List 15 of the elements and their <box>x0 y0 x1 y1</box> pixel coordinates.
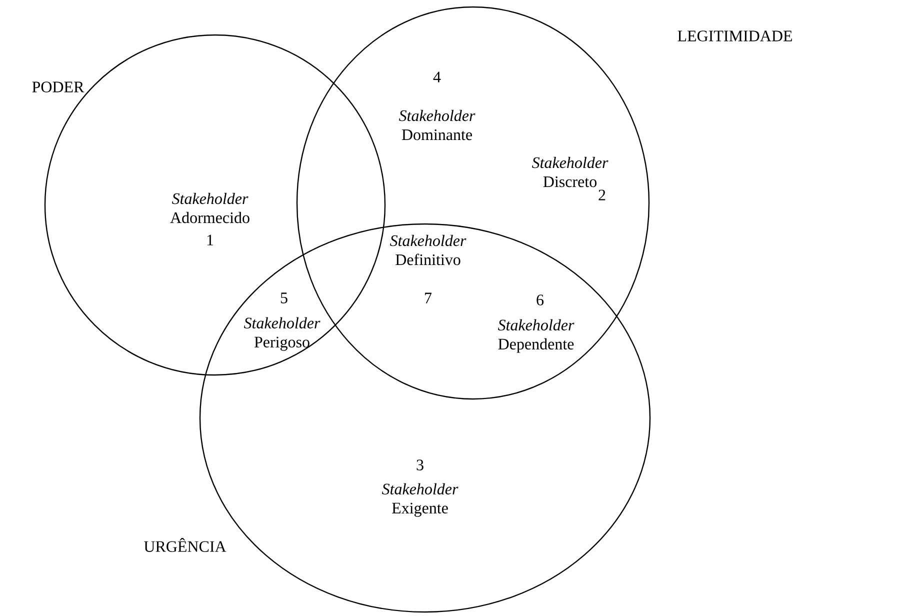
region-number: 6 <box>536 294 544 306</box>
region-number: 1 <box>207 234 214 246</box>
region-label: Stakeholder Definitivo <box>390 234 466 266</box>
region-label: Stakeholder Exigente <box>382 483 458 517</box>
region-number: 2 <box>598 190 606 200</box>
region-label: Stakeholder Dependente <box>498 319 574 353</box>
region-number: 7 <box>425 292 432 304</box>
region-number: 4 <box>433 72 441 82</box>
region-number: 5 <box>280 292 288 304</box>
region-number: 3 <box>416 460 424 470</box>
region-label: Stakeholder Discreto <box>532 156 608 188</box>
region-label: Stakeholder Adormecido <box>170 192 250 224</box>
node-label: LEGITIMIDADE <box>678 30 792 42</box>
region-label: Stakeholder Perigoso <box>244 317 320 351</box>
region-label: Stakeholder Dominante <box>398 110 476 140</box>
